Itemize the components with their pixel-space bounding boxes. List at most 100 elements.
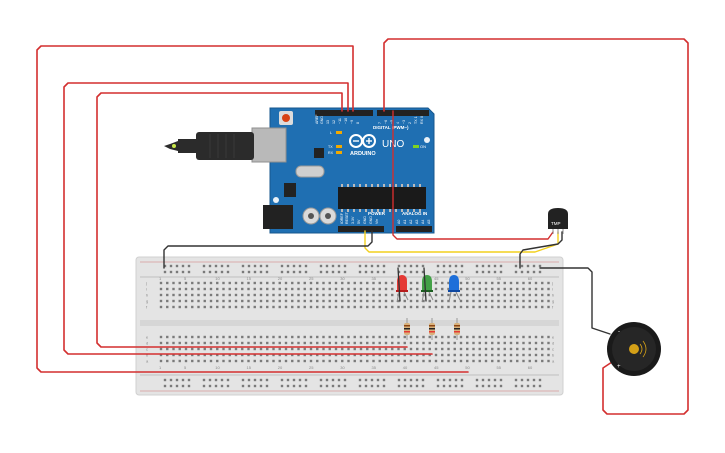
breadboard-hole[interactable]: [331, 384, 335, 388]
breadboard-hole[interactable]: [280, 378, 284, 382]
breadboard-hole[interactable]: [216, 335, 219, 339]
breadboard-hole[interactable]: [403, 341, 406, 345]
breadboard-hole[interactable]: [359, 293, 363, 297]
breadboard-hole[interactable]: [503, 287, 506, 291]
breadboard-hole[interactable]: [359, 287, 363, 291]
breadboard-hole[interactable]: [484, 305, 488, 309]
breadboard-hole[interactable]: [478, 335, 481, 339]
breadboard-hole[interactable]: [459, 353, 463, 357]
breadboard-hole[interactable]: [197, 293, 200, 297]
breadboard-hole[interactable]: [181, 270, 185, 274]
breadboard-hole[interactable]: [322, 335, 325, 339]
breadboard-hole[interactable]: [434, 347, 438, 351]
breadboard-hole[interactable]: [297, 305, 300, 309]
breadboard-hole[interactable]: [428, 335, 431, 339]
breadboard-hole[interactable]: [175, 378, 179, 382]
breadboard-hole[interactable]: [487, 270, 491, 274]
breadboard-hole[interactable]: [303, 293, 306, 297]
breadboard-hole[interactable]: [409, 270, 413, 274]
breadboard-hole[interactable]: [291, 287, 294, 291]
breadboard-hole[interactable]: [391, 293, 394, 297]
breadboard-hole[interactable]: [228, 359, 231, 363]
breadboard-hole[interactable]: [303, 281, 306, 285]
breadboard-hole[interactable]: [280, 384, 284, 388]
breadboard-hole[interactable]: [265, 270, 269, 274]
breadboard-hole[interactable]: [303, 347, 306, 351]
breadboard-hole[interactable]: [441, 299, 444, 303]
breadboard-hole[interactable]: [391, 305, 394, 309]
breadboard-hole[interactable]: [472, 359, 475, 363]
breadboard-hole[interactable]: [187, 378, 191, 382]
breadboard-hole[interactable]: [253, 341, 256, 345]
breadboard-hole[interactable]: [372, 287, 375, 291]
breadboard-hole[interactable]: [343, 264, 347, 268]
breadboard-hole[interactable]: [422, 347, 425, 351]
breadboard-hole[interactable]: [366, 299, 369, 303]
breadboard-hole[interactable]: [178, 299, 181, 303]
breadboard-hole[interactable]: [541, 353, 544, 357]
breadboard-hole[interactable]: [528, 305, 531, 309]
breadboard-hole[interactable]: [226, 378, 230, 382]
breadboard-hole[interactable]: [453, 293, 456, 297]
breadboard-hole[interactable]: [222, 335, 225, 339]
breadboard-hole[interactable]: [493, 384, 497, 388]
breadboard-hole[interactable]: [316, 305, 319, 309]
breadboard-hole[interactable]: [241, 378, 245, 382]
breadboard-hole[interactable]: [522, 359, 525, 363]
breadboard-hole[interactable]: [376, 264, 380, 268]
breadboard-hole[interactable]: [497, 353, 500, 357]
breadboard-hole[interactable]: [478, 281, 481, 285]
breadboard-hole[interactable]: [441, 287, 444, 291]
breadboard-hole[interactable]: [197, 359, 200, 363]
breadboard-hole[interactable]: [247, 341, 250, 345]
breadboard-hole[interactable]: [266, 353, 269, 357]
breadboard-hole[interactable]: [493, 270, 497, 274]
breadboard-hole[interactable]: [453, 359, 456, 363]
breadboard-hole[interactable]: [409, 293, 413, 297]
breadboard-hole[interactable]: [370, 270, 374, 274]
breadboard-hole[interactable]: [202, 378, 206, 382]
breadboard-hole[interactable]: [226, 264, 230, 268]
breadboard-hole[interactable]: [428, 353, 431, 357]
breadboard-hole[interactable]: [547, 281, 550, 285]
breadboard-hole[interactable]: [259, 281, 263, 285]
breadboard-hole[interactable]: [334, 341, 338, 345]
breadboard-hole[interactable]: [409, 335, 413, 339]
breadboard-hole[interactable]: [466, 347, 469, 351]
breadboard-hole[interactable]: [491, 347, 494, 351]
breadboard-hole[interactable]: [208, 270, 212, 274]
breadboard-hole[interactable]: [203, 305, 206, 309]
breadboard-hole[interactable]: [266, 347, 269, 351]
breadboard-hole[interactable]: [484, 341, 488, 345]
breadboard-hole[interactable]: [202, 384, 206, 388]
breadboard-hole[interactable]: [266, 287, 269, 291]
breadboard-hole[interactable]: [366, 281, 369, 285]
breadboard-hole[interactable]: [265, 378, 269, 382]
breadboard-hole[interactable]: [272, 353, 275, 357]
breadboard-hole[interactable]: [441, 293, 444, 297]
breadboard-hole[interactable]: [222, 353, 225, 357]
breadboard-hole[interactable]: [541, 341, 544, 345]
breadboard-hole[interactable]: [442, 378, 446, 382]
breadboard-hole[interactable]: [382, 270, 386, 274]
wire-red-4[interactable]: [383, 38, 689, 415]
breadboard-hole[interactable]: [341, 353, 344, 357]
breadboard-hole[interactable]: [253, 293, 256, 297]
breadboard-hole[interactable]: [247, 378, 251, 382]
breadboard-hole[interactable]: [178, 305, 181, 309]
breadboard-hole[interactable]: [172, 305, 175, 309]
breadboard-hole[interactable]: [191, 305, 194, 309]
breadboard-hole[interactable]: [309, 341, 313, 345]
breadboard-hole[interactable]: [534, 293, 538, 297]
breadboard-hole[interactable]: [328, 347, 331, 351]
breadboard-hole[interactable]: [316, 281, 319, 285]
breadboard-hole[interactable]: [304, 270, 308, 274]
breadboard-hole[interactable]: [328, 299, 331, 303]
breadboard-hole[interactable]: [197, 305, 200, 309]
breadboard-hole[interactable]: [284, 287, 288, 291]
breadboard-hole[interactable]: [384, 293, 388, 297]
breadboard-hole[interactable]: [209, 281, 213, 285]
breadboard-hole[interactable]: [331, 378, 335, 382]
breadboard-hole[interactable]: [175, 384, 179, 388]
breadboard-hole[interactable]: [481, 270, 485, 274]
